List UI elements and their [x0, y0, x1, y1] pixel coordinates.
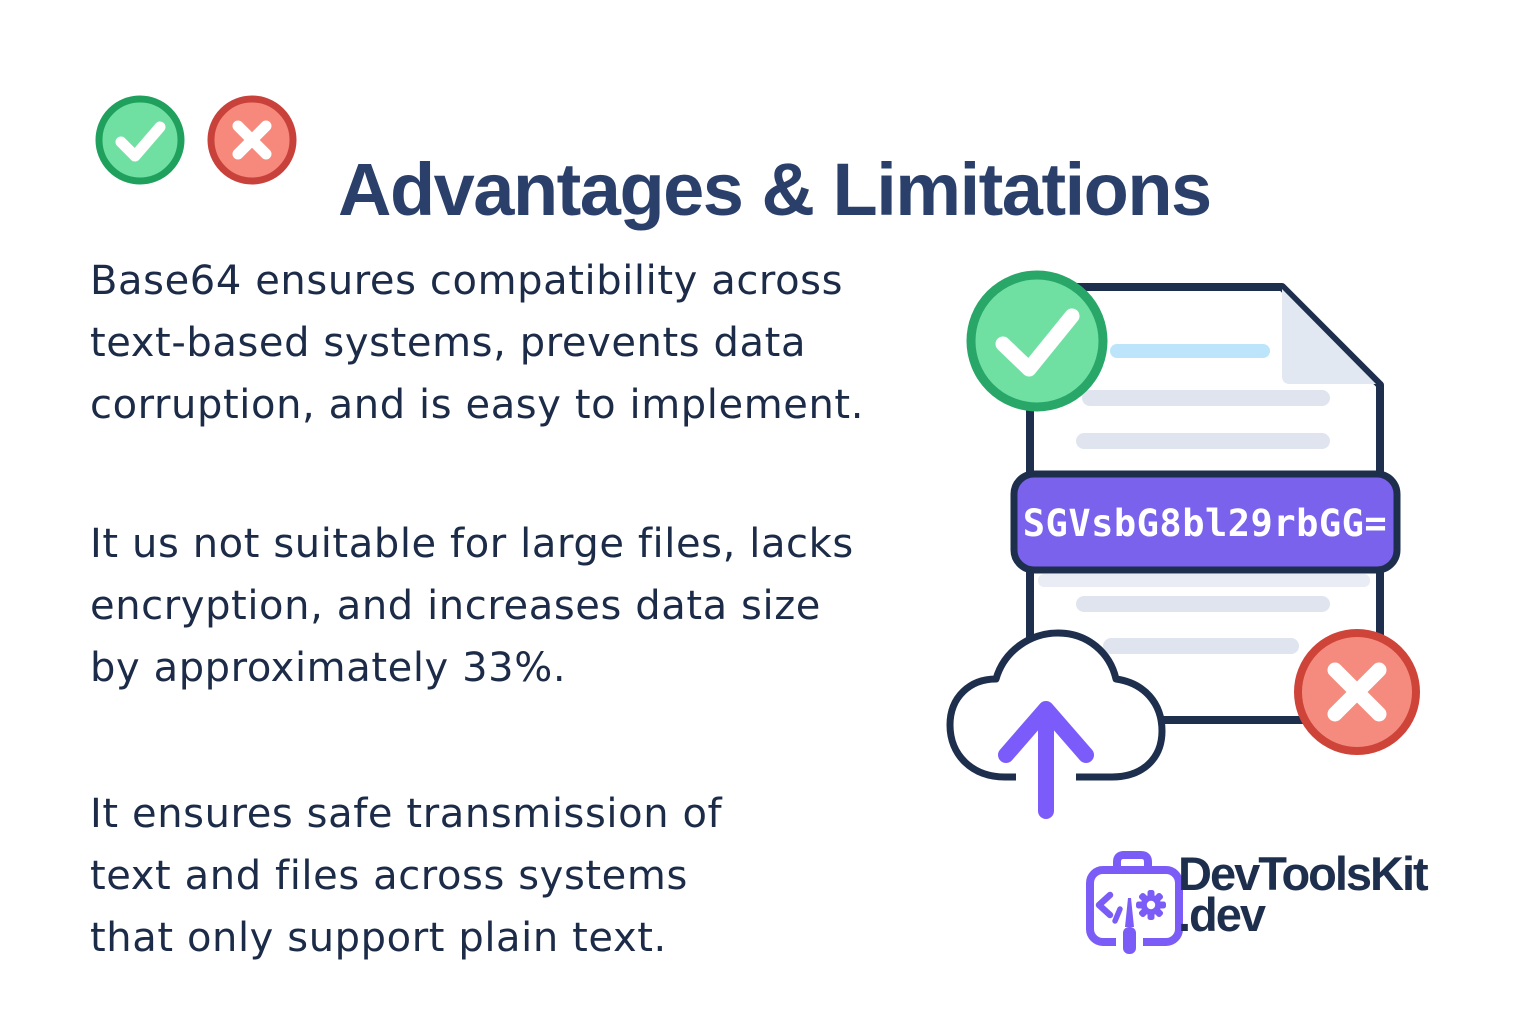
gear [1136, 890, 1166, 920]
code-bracket [1095, 891, 1114, 919]
check-circle-icon [95, 95, 185, 185]
doc-bar [1038, 574, 1370, 587]
logo-tld: .dev [1178, 888, 1266, 941]
text-line: text and files across systems [90, 853, 688, 899]
check-circle-icon [966, 270, 1108, 412]
paragraph-limitations: It us not suitable for large files, lack… [90, 513, 900, 699]
code-slash [1112, 906, 1123, 924]
text-line: by approximately 33%. [90, 645, 567, 691]
base64-badge: SGVsbG8bl29rbGG= [1010, 470, 1401, 574]
check-circle [95, 95, 185, 185]
text-line: text-based systems, prevents data [90, 320, 807, 366]
doc-line [1082, 390, 1330, 406]
text-line: encryption, and increases data size [90, 583, 821, 629]
upload-arrow-head [998, 701, 1094, 763]
paragraph-safe-transmission: It ensures safe transmission of text and… [90, 783, 900, 969]
page-title: Advantages & Limitations [338, 147, 1212, 231]
cloud-upload-icon [946, 629, 1166, 819]
base64-string: SGVsbG8bl29rbGG= [1023, 502, 1387, 545]
logo-wordmark: DevToolsKit .dev [1178, 847, 1429, 941]
doc-line [1076, 433, 1330, 449]
text-line: corruption, and is easy to implement. [90, 382, 865, 428]
check-mark [115, 121, 166, 162]
cloud-shape [946, 629, 1166, 781]
logo-name: DevToolsKit [1178, 847, 1429, 900]
cross-circle-icon [207, 95, 297, 185]
doc-line [1103, 638, 1299, 654]
cross-circle-icon [1294, 629, 1420, 755]
toolbox-code-gear-icon [1086, 851, 1183, 954]
doc-line [1076, 596, 1330, 612]
text-line: that only support plain text. [90, 915, 667, 961]
screwdriver [1123, 898, 1136, 954]
paragraph-advantages: Base64 ensures compatibility across text… [90, 250, 900, 436]
base64-document-illustration: SGVsbG8bl29rbGG= [946, 270, 1420, 819]
text-line: Base64 ensures compatibility across [90, 258, 844, 304]
toolbox-handle [1113, 851, 1152, 870]
folded-corner [1282, 289, 1376, 384]
text-line: It ensures safe transmission of [90, 791, 723, 837]
doc-line-blue [1110, 344, 1270, 358]
text-line: It us not suitable for large files, lack… [90, 521, 854, 567]
